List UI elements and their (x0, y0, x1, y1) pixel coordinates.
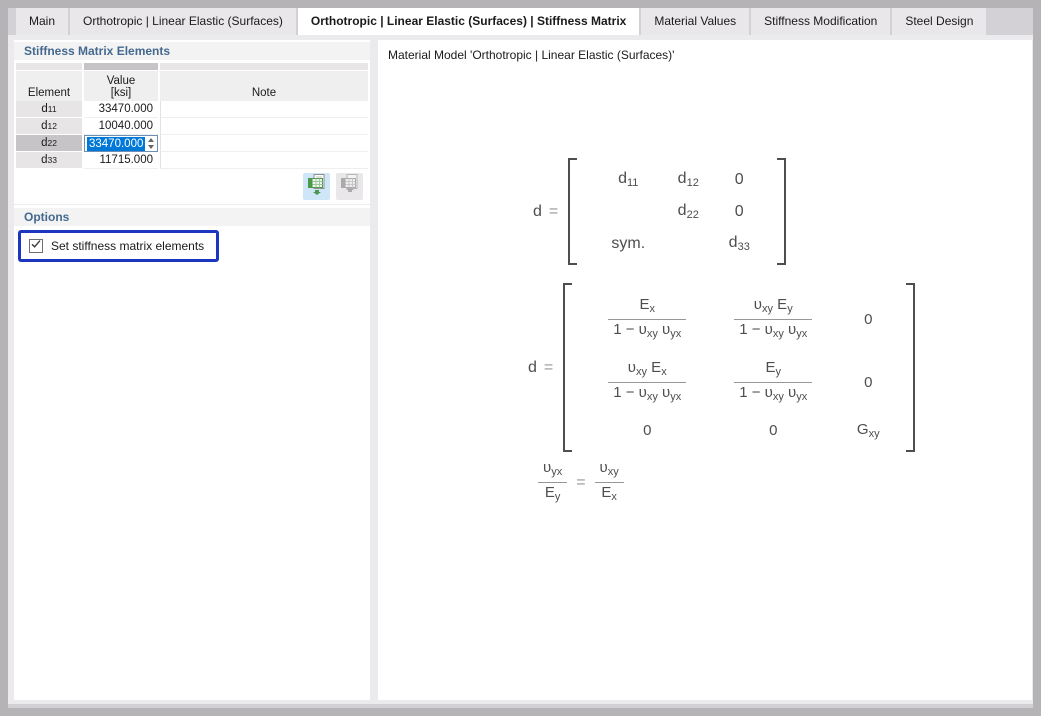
table-toolbar (303, 173, 363, 200)
matrix-bracket-left (568, 158, 578, 265)
column-header-note: Note (160, 71, 368, 101)
table-export-button[interactable] (303, 173, 330, 200)
note-cell-d22[interactable] (160, 135, 368, 152)
value-edit-d22[interactable]: 33470.000 (84, 135, 158, 152)
value-cell-d33[interactable]: 11715.000 (84, 152, 158, 169)
section-title: Stiffness Matrix Elements (24, 44, 171, 58)
options-title: Options (24, 210, 70, 224)
tab-bar: Main Orthotropic | Linear Elastic (Surfa… (8, 8, 1033, 35)
material-model-title: Material Model 'Orthotropic | Linear Ela… (388, 48, 675, 62)
value-spinner[interactable] (145, 136, 157, 151)
spinner-up-icon[interactable] (148, 138, 155, 142)
checkmark-icon (30, 237, 42, 255)
table-column-strip (16, 63, 368, 70)
section-divider (14, 204, 370, 205)
tab-material-values[interactable]: Material Values (641, 8, 750, 35)
tab-stiffness-modification[interactable]: Stiffness Modification (751, 8, 891, 35)
stiffness-matrix-panel: Stiffness Matrix Elements Element Value … (14, 40, 370, 700)
table-import-button (336, 173, 363, 200)
value-cell-d11[interactable]: 33470.000 (84, 101, 158, 118)
selected-value-text: 33470.000 (87, 136, 146, 151)
matrix-bracket-right (777, 158, 787, 265)
tab-steel-design[interactable]: Steel Design (892, 8, 987, 35)
material-model-panel: Material Model 'Orthotropic | Linear Ela… (378, 40, 1032, 700)
column-header-value: Value [ksi] (84, 71, 158, 101)
window-bottom-edge (8, 704, 1033, 708)
checkbox-label: Set stiffness matrix elements (51, 239, 205, 253)
table-export-icon (305, 172, 329, 201)
spinner-down-icon[interactable] (148, 145, 155, 149)
elasticity-matrix-formula: d = Ex 1 − υxy υyx υxy Ey 1 − υxy υyx 0 … (528, 283, 916, 452)
set-stiffness-matrix-checkbox[interactable] (29, 239, 43, 253)
tab-main[interactable]: Main (16, 8, 69, 35)
note-cell-d33[interactable] (160, 152, 368, 169)
matrix-bracket-left (563, 283, 573, 452)
dialog-window: Main Orthotropic | Linear Elastic (Surfa… (8, 8, 1033, 708)
tab-orthotropic-linear-elastic[interactable]: Orthotropic | Linear Elastic (Surfaces) (70, 8, 296, 35)
column-header-element: Element (16, 71, 82, 101)
poisson-relation-formula: υyx Ey = υxy Ex (538, 458, 624, 507)
highlight-annotation: Set stiffness matrix elements (18, 230, 220, 262)
table-header-row: Element Value [ksi] Note (16, 71, 368, 101)
section-header-stiffness-matrix: Stiffness Matrix Elements (14, 42, 370, 60)
note-cell-d11[interactable] (160, 101, 368, 118)
tab-stiffness-matrix[interactable]: Orthotropic | Linear Elastic (Surfaces) … (297, 8, 640, 35)
matrix-bracket-right (906, 283, 916, 452)
section-header-options: Options (14, 208, 370, 226)
note-cell-d12[interactable] (160, 118, 368, 135)
stiffness-matrix-formula: d = d11 d12 0 d22 0 sym. d33 (533, 158, 787, 265)
table-import-icon (338, 172, 362, 201)
value-cell-d12[interactable]: 10040.000 (84, 118, 158, 135)
